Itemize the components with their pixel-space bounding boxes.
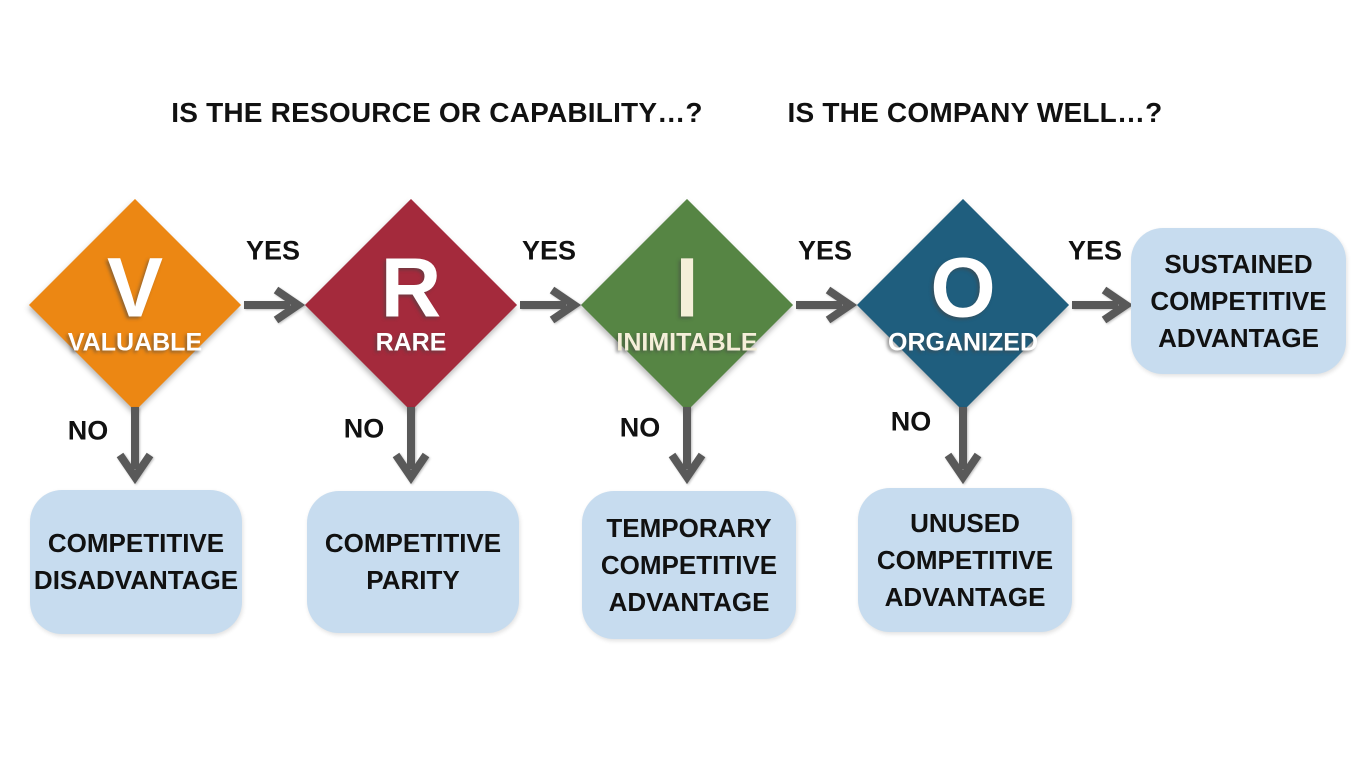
outcome-unused-competitive-advantage: UNUSED COMPETITIVE ADVANTAGE [858,488,1072,632]
no-arrow-4 [944,407,982,485]
no-arrow-2 [392,407,430,485]
yes-label-3: YES [797,235,853,266]
diamond-valuable-label: VALUABLE [67,328,203,357]
yes-arrow-2 [520,286,582,324]
yes-label-1: YES [245,235,301,266]
diamond-inimitable-text: I INIMITABLE [616,240,758,357]
diamond-valuable-letter: V [106,240,164,335]
outcome-competitive-disadvantage: COMPETITIVE DISADVANTAGE [30,490,242,634]
yes-arrow-3 [796,286,858,324]
diamond-rare-text: R RARE [375,240,447,357]
header-resource-question: IS THE RESOURCE OR CAPABILITY…? [171,97,703,128]
yes-label-4: YES [1067,235,1123,266]
outcome-competitive-parity-text: COMPETITIVE PARITY [324,528,502,595]
no-arrow-1 [116,407,154,485]
outcome-temporary-competitive-advantage: TEMPORARY COMPETITIVE ADVANTAGE [582,491,796,639]
diamond-organized-label: ORGANIZED [888,328,1038,357]
outcome-competitive-parity: COMPETITIVE PARITY [307,491,519,633]
diamond-valuable-text: V VALUABLE [67,240,203,357]
no-label-2: NO [343,413,385,444]
yes-arrow-4 [1072,286,1134,324]
outcome-temporary-competitive-advantage-text: TEMPORARY COMPETITIVE ADVANTAGE [600,512,778,617]
diamond-rare-label: RARE [375,328,447,357]
diamond-rare-letter: R [380,240,442,335]
diamond-inimitable-letter: I [675,240,699,335]
diamond-organized-text: O ORGANIZED [888,240,1038,357]
outcome-sustained-competitive-advantage: SUSTAINED COMPETITIVE ADVANTAGE [1131,228,1346,374]
outcome-unused-competitive-advantage-text: UNUSED COMPETITIVE ADVANTAGE [876,507,1054,612]
yes-arrow-1 [244,286,306,324]
yes-label-2: YES [521,235,577,266]
outcome-competitive-disadvantage-text: COMPETITIVE DISADVANTAGE [33,528,239,595]
diamond-organized-letter: O [930,240,996,335]
diamond-inimitable-label: INIMITABLE [616,328,758,357]
header-company-question: IS THE COMPANY WELL…? [787,97,1163,128]
outcome-sustained-competitive-advantage-text: SUSTAINED COMPETITIVE ADVANTAGE [1150,248,1327,353]
no-label-3: NO [619,412,661,443]
no-arrow-3 [668,407,706,485]
no-label-1: NO [67,415,109,446]
no-label-4: NO [890,406,932,437]
